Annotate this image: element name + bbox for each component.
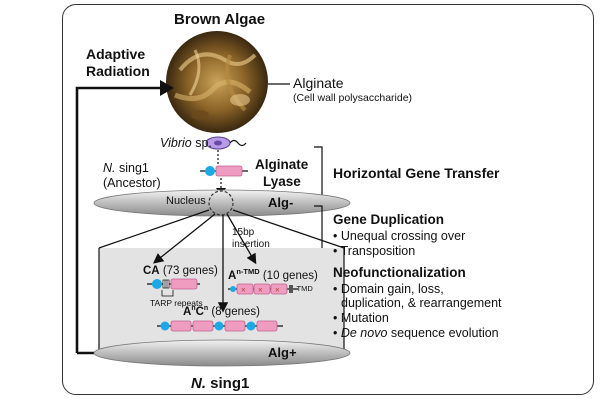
vibrio-label: Vibrio sp. [160,136,212,150]
funnel-left [98,209,210,249]
adaptive-radiation-arrow [75,86,160,353]
a-tmd-gene: × × × [228,283,298,295]
svg-text:×: × [275,286,280,295]
enzyme-lyase: Lyase [263,174,301,189]
funnel-right [232,209,345,249]
acn-gene [157,320,283,332]
svg-text:×: × [258,286,263,295]
descendant-cell [93,339,351,367]
acn-label: AnCn (8 genes) [183,305,260,318]
enzyme-alginate: Alginate [255,157,309,172]
insertion-15bp: 15bp [232,227,255,238]
branch-arrow-atmd [226,213,257,265]
ancestor-cell [93,189,351,217]
svg-text:×: × [241,286,246,295]
alginate-note: (Cell wall polysaccharide) [293,92,413,104]
nf-item-3: • De novo sequence evolution [333,326,499,340]
title-brown-algae: Brown Algae [174,11,266,28]
adaptive-label: Adaptive [86,46,146,62]
alg-minus-label: Alg- [268,195,294,210]
alginate-lyase-gene [200,165,248,177]
neofunctionalization-heading: Neofunctionalization [333,265,466,280]
hgt-label: Horizontal Gene Transfer [333,165,500,181]
tmd-label: -TMD [294,284,313,293]
tarp-label: TARP repeats [150,298,203,308]
nf-item-1b: duplication, & rearrangement [341,296,502,310]
nf-item-1: • Domain gain, loss, [333,282,444,296]
species-label: N. sing1 [191,375,250,392]
gd-item-2: • Transposition [333,244,416,258]
nucleus-label: Nucleus [166,195,206,207]
ca-label: CA (73 genes) [143,265,218,277]
gene-duplication-heading: Gene Duplication [333,212,445,227]
branch-arrow-ca [152,213,216,264]
alginate-label: Alginate [293,75,344,91]
a-tmd-label: An-TMD (10 genes) [228,267,318,282]
alg-plus-label: Alg+ [268,345,297,360]
figure-panel [62,4,594,395]
nf-item-2: • Mutation [333,311,389,325]
insertion-word: insertion [232,239,270,250]
descendant-region [99,248,344,350]
ancestor-name: N. sing1 [103,161,149,175]
brown-algae-image [166,31,268,133]
nucleus-circle [208,190,234,216]
ancestor-label: (Ancestor) [103,176,161,190]
vibrio-icon [205,136,247,150]
radiation-label: Radiation [86,63,150,79]
adaptive-radiation-arrowhead [160,80,174,96]
gd-item-1: • Unequal crossing over [333,229,466,243]
hgt-bracket [314,146,323,201]
ca-gene [147,278,200,297]
